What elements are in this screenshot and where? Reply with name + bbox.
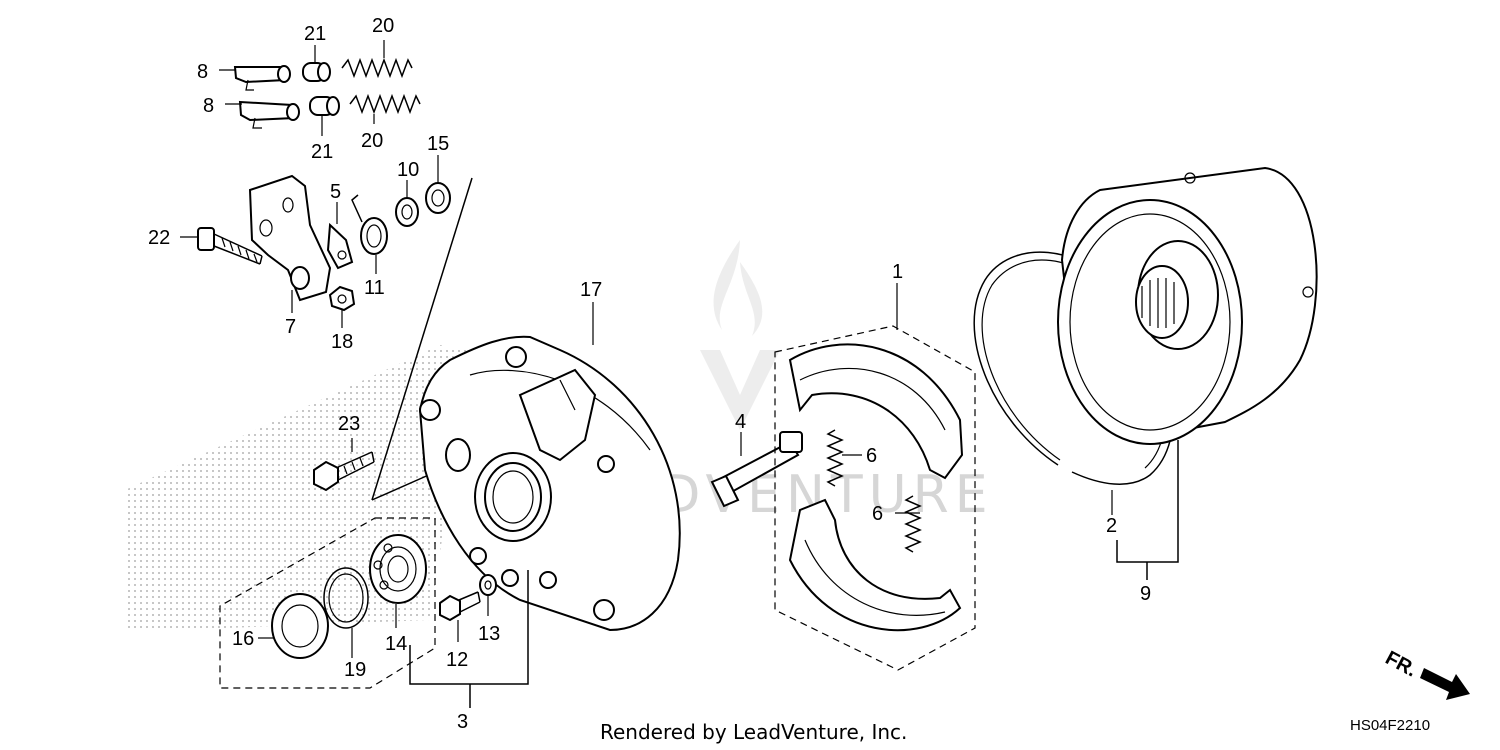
bracket-3 (409, 570, 529, 708)
arrow-right-down-icon (1420, 668, 1470, 700)
rendered-by-footer: Rendered by LeadVenture, Inc. (600, 720, 907, 744)
front-direction-indicator: FR. (1382, 647, 1470, 700)
brake-lever-7 (248, 174, 332, 302)
snap-ring-19 (323, 567, 369, 629)
brake-backing-plate-17 (418, 335, 681, 632)
spring-20-top (341, 57, 413, 79)
brake-drum-9 (1057, 166, 1318, 445)
callout-4: 4 (735, 411, 746, 433)
callout-9: 9 (1140, 583, 1151, 605)
callout-19: 19 (344, 659, 366, 681)
washer-13 (479, 574, 497, 596)
bolt-22 (197, 227, 263, 265)
collar-21-bottom (309, 96, 340, 116)
brake-shoe-upper (788, 343, 964, 480)
callout-7: 7 (285, 316, 296, 338)
arm-8-bottom (238, 100, 300, 129)
front-label: FR. (1382, 647, 1421, 682)
callout-1: 1 (892, 261, 903, 283)
oil-seal-16 (271, 593, 329, 659)
seal-15 (425, 182, 451, 214)
return-spring-11 (351, 194, 388, 255)
bearing-14 (369, 534, 427, 604)
clip-5 (326, 222, 354, 270)
callout-10: 10 (397, 159, 419, 181)
collar-21-top (302, 62, 331, 82)
brake-cam-4 (710, 431, 803, 508)
callout-17: 17 (580, 279, 602, 301)
callout-6-upper: 6 (866, 445, 877, 467)
callout-12: 12 (446, 649, 468, 671)
callout-3: 3 (457, 711, 468, 733)
bolt-23 (313, 451, 375, 492)
callout-15: 15 (427, 133, 449, 155)
bolt-12 (439, 591, 481, 622)
callout-14: 14 (385, 633, 407, 655)
diagram-code: HS04F2210 (1350, 717, 1430, 734)
shoe-spring-6-upper (826, 429, 844, 487)
shoe-group-box (774, 325, 976, 671)
callout-13: 13 (478, 623, 500, 645)
callout-22: 22 (148, 227, 170, 249)
callout-2: 2 (1106, 515, 1117, 537)
bearing-group-box (219, 517, 436, 689)
arm-8-top (233, 65, 291, 91)
callout-8-top: 8 (197, 61, 208, 83)
callout-18: 18 (331, 331, 353, 353)
callout-21-top: 21 (304, 23, 326, 45)
callout-8-bottom: 8 (203, 95, 214, 117)
bracket-9 (1116, 440, 1179, 580)
callout-5: 5 (330, 181, 341, 203)
assembly-leader (371, 177, 473, 501)
shoe-spring-6-lower (904, 495, 922, 553)
nut-18 (328, 285, 356, 312)
callout-21-bottom: 21 (311, 141, 333, 163)
callout-23: 23 (338, 413, 360, 435)
washer-10 (395, 197, 419, 227)
callout-6-lower: 6 (872, 503, 883, 525)
callout-labels: 8 8 21 21 20 20 22 5 11 10 15 7 18 23 17… (148, 15, 1151, 733)
callout-20-top: 20 (372, 15, 394, 37)
watermark-logo-icon (700, 240, 780, 430)
spring-20-bottom (349, 93, 421, 115)
brake-shoe-lower (788, 498, 962, 632)
callout-16: 16 (232, 628, 254, 650)
leader-lines (180, 40, 1113, 658)
callout-11: 11 (364, 277, 385, 299)
callout-20-bottom: 20 (361, 130, 383, 152)
